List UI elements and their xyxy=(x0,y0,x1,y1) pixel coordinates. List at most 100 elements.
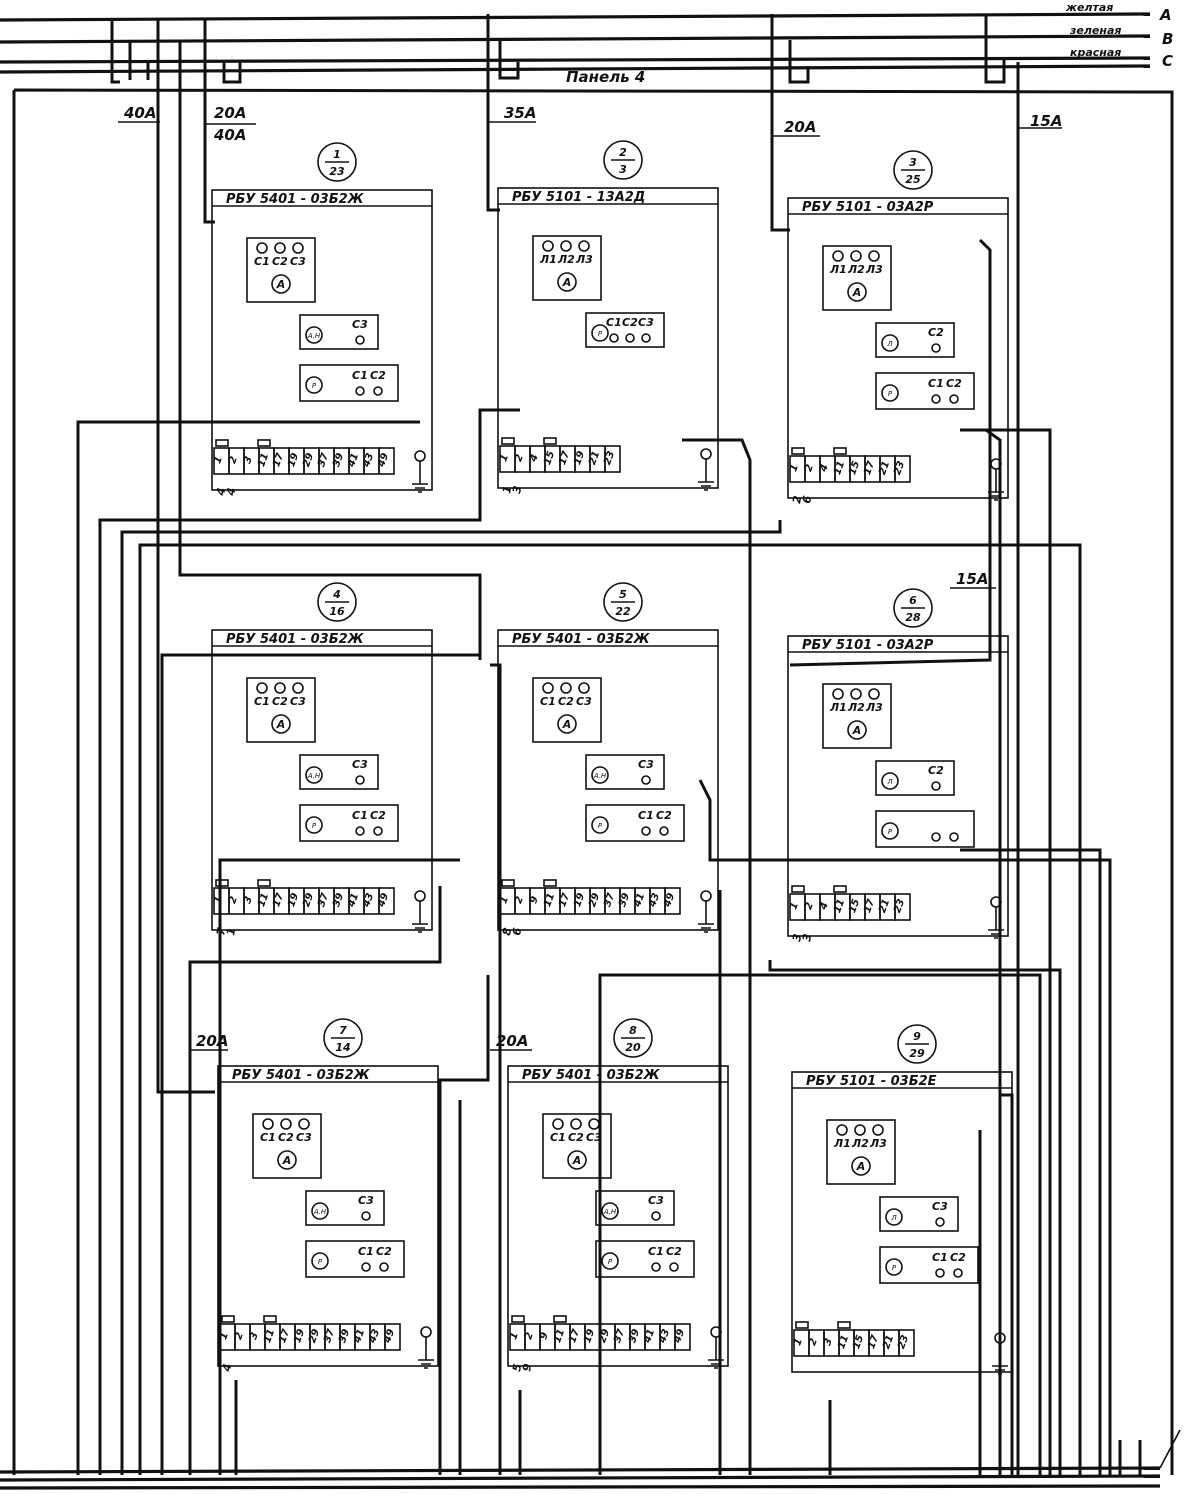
instrument-symbol: Р xyxy=(312,382,317,390)
terminal-block xyxy=(674,1323,691,1351)
unit-number-badge xyxy=(897,1024,937,1064)
terminal-block xyxy=(378,447,395,475)
ground-icon xyxy=(988,907,1004,939)
gauge-icon xyxy=(311,1202,329,1220)
instrument-box xyxy=(299,804,399,842)
unit-number-badge xyxy=(317,142,357,182)
terminal-number: 29 xyxy=(301,452,316,469)
terminal-label: С1 xyxy=(648,1245,664,1258)
terminal-label: С2 xyxy=(376,1245,392,1258)
terminal-number: 3 xyxy=(242,455,255,465)
terminal-number: 49 xyxy=(376,452,391,470)
terminal-icon xyxy=(669,1262,679,1272)
terminal-number: 1 xyxy=(212,895,225,905)
rating-label: 15А xyxy=(1030,112,1062,130)
terminal-label: С3 xyxy=(586,1131,602,1144)
terminal-label: С1 xyxy=(928,377,944,390)
terminal-icon xyxy=(935,1217,945,1227)
terminal-label: С3 xyxy=(352,758,368,771)
terminal-number: 4 xyxy=(528,453,541,464)
terminal-label: С1 xyxy=(540,695,556,708)
terminal-label: С3 xyxy=(648,1194,664,1207)
terminal-icon xyxy=(949,832,959,842)
gauge-icon xyxy=(601,1202,619,1220)
instrument-box xyxy=(585,754,665,790)
ground-icon xyxy=(412,461,428,493)
feeder-labels: 40А 20А 40А 35А 20А 15А 15А 20А 20А xyxy=(118,104,1062,1051)
terminal-number: 4 xyxy=(818,463,831,474)
instrument-symbol: А.Н xyxy=(603,1208,617,1216)
bottom-busbar xyxy=(0,1429,1181,1490)
instrument-symbol: Л xyxy=(886,778,893,786)
terminal-label: С1 xyxy=(352,369,368,382)
terminal-icon xyxy=(292,242,304,254)
instrument-box xyxy=(585,312,665,348)
jumper-label: 2 xyxy=(790,494,804,504)
terminal-icon xyxy=(355,775,365,785)
jumper-label: 8 xyxy=(500,926,514,936)
unit-enclosure xyxy=(787,197,1009,499)
terminal-label: С1 xyxy=(358,1245,374,1258)
terminal-number: 29 xyxy=(587,892,602,909)
ammeter-box xyxy=(252,1113,322,1179)
terminal-label: С2 xyxy=(272,695,288,708)
terminal-icon xyxy=(542,240,554,252)
terminal-block xyxy=(664,887,681,915)
gauge-icon xyxy=(591,324,609,342)
terminal-label: С1 xyxy=(932,1251,948,1264)
unit-enclosure xyxy=(507,1065,729,1367)
rating-label: 15А xyxy=(956,570,988,588)
unit-position: 28 xyxy=(905,611,921,624)
gauge-icon xyxy=(311,1252,329,1270)
instrument-box xyxy=(299,364,399,402)
terminal-number: 29 xyxy=(301,892,316,909)
terminal-label: С2 xyxy=(950,1251,966,1264)
terminal-icon xyxy=(935,1268,945,1278)
terminal-icon xyxy=(578,682,590,694)
instrument-symbol: Л xyxy=(886,340,893,348)
terminal-label: С2 xyxy=(946,377,962,390)
terminal-icon xyxy=(256,242,268,254)
unit-number: 7 xyxy=(339,1024,347,1037)
unit-number-badge xyxy=(603,582,643,622)
terminal-icon xyxy=(542,682,554,694)
terminal-label: Л1 xyxy=(829,263,847,276)
terminal-icon xyxy=(355,335,365,345)
panel-frame xyxy=(12,88,1174,1475)
instrument-box xyxy=(875,760,955,796)
terminal-icon xyxy=(949,394,959,404)
terminal-block xyxy=(384,1323,401,1351)
jumper-label: 3 xyxy=(800,932,814,942)
jumper-label: 5 xyxy=(510,1362,524,1372)
terminal-number: 2 xyxy=(227,455,240,465)
terminal-label: С1 xyxy=(352,809,368,822)
terminal-number: 21 xyxy=(877,898,892,915)
terminal-icon xyxy=(361,1262,371,1272)
ammeter-icon xyxy=(567,1150,587,1170)
unit-model: РБУ 5401 - 03Б2Ж xyxy=(226,192,365,207)
terminal-number: 2 xyxy=(233,1331,246,1341)
terminal-number: 11 xyxy=(256,452,271,469)
terminal-label: С3 xyxy=(290,695,306,708)
top-busbar xyxy=(0,12,1151,74)
terminal-block xyxy=(378,887,395,915)
jumper-label: 4 xyxy=(224,487,238,498)
unit-number: 8 xyxy=(629,1024,637,1037)
instrument-box xyxy=(299,314,379,350)
unit-position: 14 xyxy=(335,1041,350,1054)
terminal-number: 3 xyxy=(242,895,255,905)
terminal-number: 43 xyxy=(361,892,376,910)
panel-label: Панель 4 xyxy=(566,68,645,86)
terminal-icon xyxy=(836,1124,848,1136)
ammeter-icon xyxy=(851,1156,871,1176)
ammeter-symbol: А xyxy=(276,718,286,731)
unit-number-badge xyxy=(893,150,933,190)
terminal-number: 29 xyxy=(307,1328,322,1345)
ammeter-symbol: А xyxy=(276,278,286,291)
ground-icon xyxy=(698,459,714,491)
instrument-symbol: А.Н xyxy=(313,1208,327,1216)
terminal-label: С2 xyxy=(272,255,288,268)
